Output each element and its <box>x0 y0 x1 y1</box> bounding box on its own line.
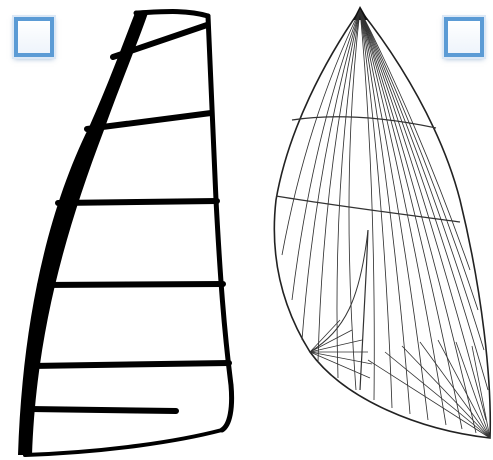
spinnaker-clew-line <box>420 342 490 438</box>
spinnaker-tack-line <box>310 330 352 352</box>
spinnaker-panel-line <box>360 10 488 390</box>
spinnaker-panel-line <box>282 10 360 255</box>
spinnaker-mid-seam <box>360 230 368 390</box>
spinnaker-panel-line <box>318 10 360 362</box>
spinnaker-clew-line <box>385 352 490 438</box>
spinnaker-panel-line <box>349 10 360 390</box>
spinnaker-tack-line <box>310 340 362 352</box>
spinnaker-panel-line <box>360 10 486 420</box>
spinnaker-tack-line <box>310 320 340 352</box>
spinnaker-clew-lines <box>368 340 490 438</box>
